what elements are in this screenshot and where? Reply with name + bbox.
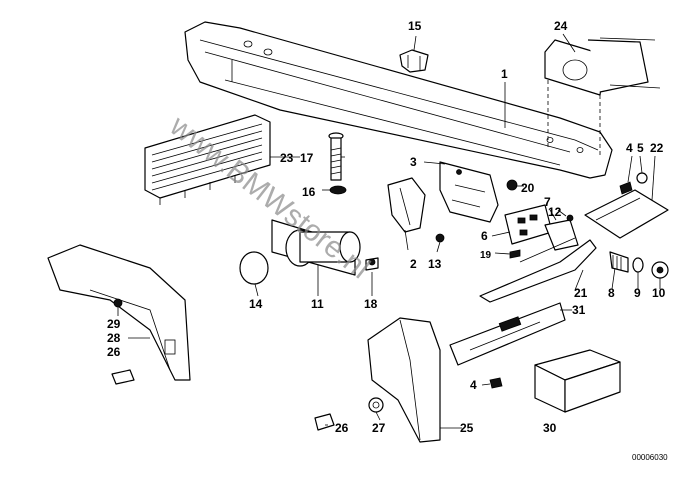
callout-21: 21 bbox=[574, 286, 588, 300]
callout-2: 2 bbox=[410, 257, 417, 271]
callout-7: 7 bbox=[544, 195, 551, 209]
callout-1: 1 bbox=[501, 67, 508, 81]
left-corner-piece bbox=[47, 244, 191, 381]
cap bbox=[239, 251, 269, 285]
nut bbox=[329, 185, 347, 195]
callout-10: 10 bbox=[652, 286, 666, 300]
diagram-reference-number: 00006030 bbox=[632, 453, 668, 462]
callout-11: 11 bbox=[311, 297, 324, 311]
washer-5 bbox=[636, 172, 648, 184]
washer-9 bbox=[632, 257, 644, 273]
rear-bracket bbox=[544, 37, 661, 155]
callout-14: 14 bbox=[249, 297, 263, 311]
callout-18: 18 bbox=[364, 297, 378, 311]
callout-12: 12 bbox=[548, 205, 562, 219]
callout-6: 6 bbox=[481, 229, 488, 243]
callout-27: 27 bbox=[372, 421, 386, 435]
callout-8: 8 bbox=[608, 286, 615, 300]
grommet-8 bbox=[609, 251, 629, 273]
callout-31: 31 bbox=[572, 303, 586, 317]
callout-4-lower: 4 bbox=[470, 378, 477, 392]
clip-26-lower bbox=[314, 413, 335, 431]
bracket-2 bbox=[387, 177, 426, 233]
mounting-bracket bbox=[439, 161, 499, 223]
callout-3: 3 bbox=[410, 155, 417, 169]
screw-19 bbox=[509, 249, 521, 259]
screw-4 bbox=[619, 181, 633, 195]
callout-9: 9 bbox=[634, 286, 641, 300]
callout-23: 23 bbox=[280, 151, 294, 165]
callout-28: 28 bbox=[107, 331, 121, 345]
leader-lines bbox=[117, 33, 661, 429]
lower-trim bbox=[479, 237, 597, 303]
nut-13 bbox=[435, 233, 445, 243]
corner-trim bbox=[367, 317, 441, 443]
grommet-27 bbox=[368, 397, 384, 413]
callout-26-left: 26 bbox=[107, 345, 121, 359]
bumper-carrier bbox=[184, 21, 613, 179]
callout-13: 13 bbox=[428, 257, 442, 271]
storage-box bbox=[534, 349, 621, 413]
side-plate bbox=[584, 189, 669, 239]
bolt bbox=[328, 132, 344, 181]
screw-4-lower bbox=[489, 377, 503, 389]
callout-25: 25 bbox=[460, 421, 474, 435]
clip-26-upper bbox=[111, 369, 135, 385]
callout-4-upper: 4 bbox=[626, 141, 633, 155]
callout-17: 17 bbox=[300, 151, 314, 165]
callout-19: 19 bbox=[480, 250, 492, 261]
callout-5: 5 bbox=[637, 141, 644, 155]
callout-16: 16 bbox=[302, 185, 316, 199]
cap-10 bbox=[651, 261, 669, 279]
clip bbox=[399, 49, 429, 73]
nut-29 bbox=[113, 298, 123, 308]
nut-20 bbox=[506, 179, 518, 191]
callout-22: 22 bbox=[650, 141, 664, 155]
screw-18 bbox=[365, 257, 379, 271]
towing-eye-assembly bbox=[271, 219, 361, 276]
callout-26-bottom: 26 bbox=[335, 421, 349, 435]
license-plate-bracket bbox=[449, 302, 566, 366]
callout-24: 24 bbox=[554, 19, 568, 33]
sensor-bracket bbox=[504, 204, 579, 251]
callout-30: 30 bbox=[543, 421, 557, 435]
callout-20: 20 bbox=[521, 181, 535, 195]
callout-15: 15 bbox=[408, 19, 422, 33]
grille bbox=[144, 114, 271, 205]
callout-29: 29 bbox=[107, 317, 121, 331]
callout-numbers: 1 2 3 4 4 5 6 7 8 9 10 11 12 13 14 15 16… bbox=[107, 19, 666, 435]
